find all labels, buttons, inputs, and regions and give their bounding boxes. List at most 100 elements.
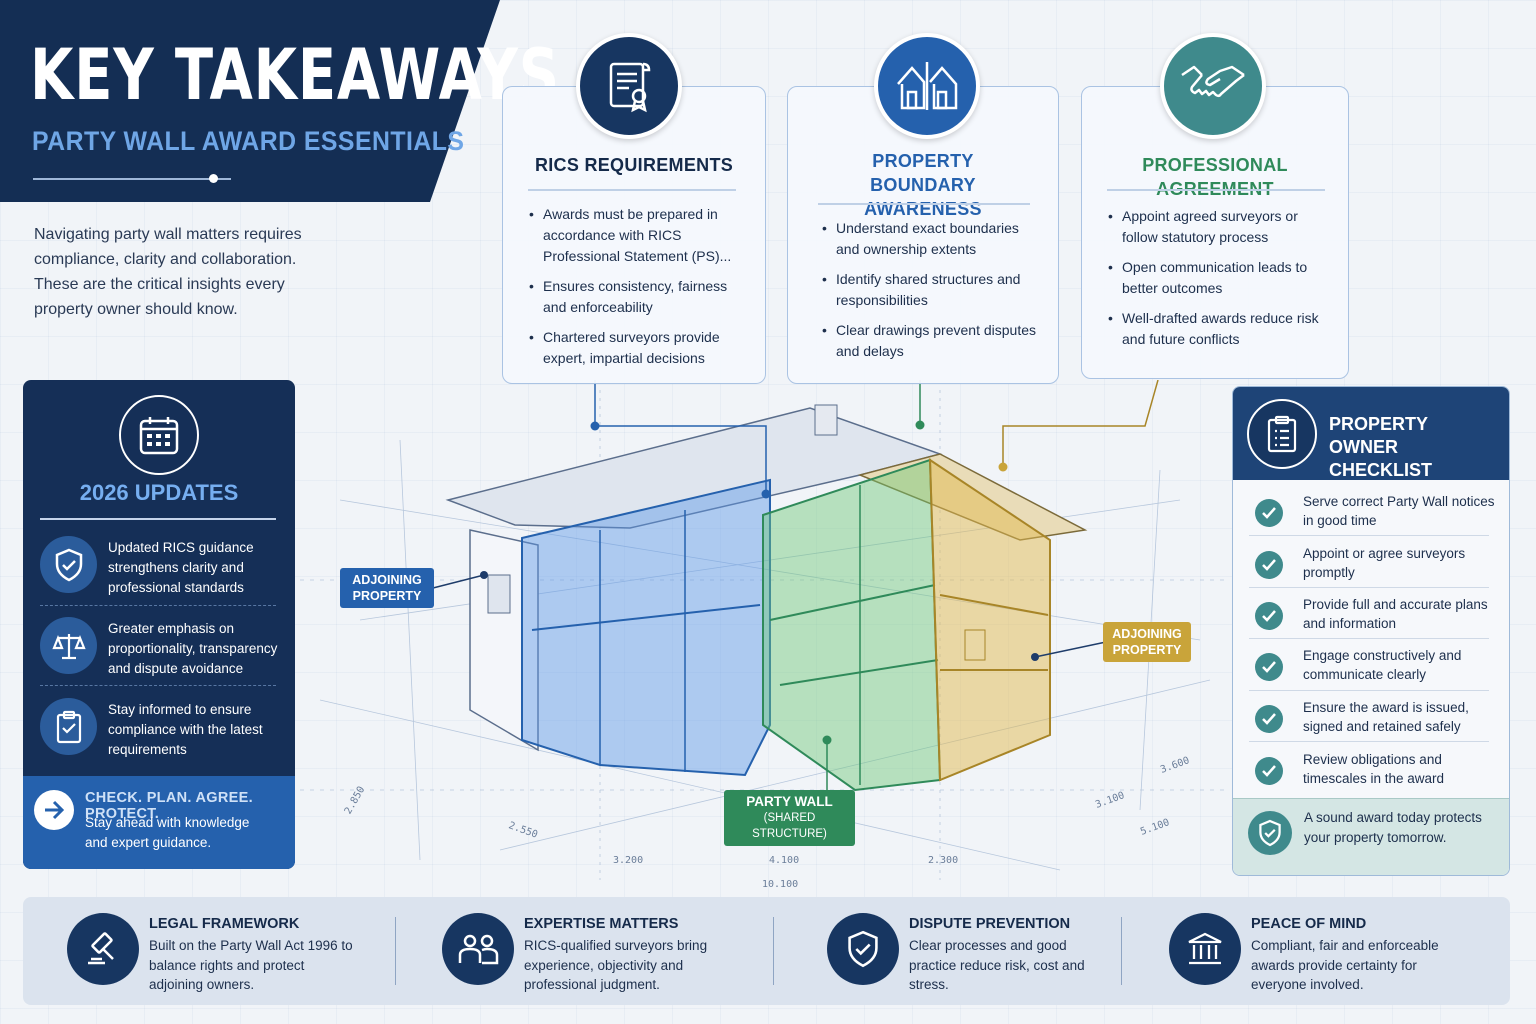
shield-check-icon <box>827 913 899 985</box>
party-wall-tag: PARTY WALL (SHARED STRUCTURE) <box>724 790 855 846</box>
header-banner <box>0 0 500 202</box>
divider <box>395 917 396 985</box>
dimension-label: 3.200 <box>613 855 644 866</box>
checklist-header: PROPERTY OWNER CHECKLIST <box>1233 387 1509 480</box>
window <box>487 574 511 614</box>
bottom-item-text: Built on the Party Wall Act 1996 to bala… <box>149 938 353 992</box>
checklist-item: Provide full and accurate plans and info… <box>1249 590 1489 642</box>
checklist-footer-text: A sound award today protects your proper… <box>1304 810 1482 845</box>
bottom-item-title: PEACE OF MIND <box>1251 916 1367 932</box>
card-rics-requirements: RICS REQUIREMENTS Awards must be prepare… <box>502 86 766 384</box>
checkmark-icon <box>1255 705 1283 733</box>
list-item: Ensures consistency, fairness and enforc… <box>529 276 739 318</box>
title-divider <box>33 178 231 180</box>
update-text: Stay informed to ensure compliance with … <box>108 702 263 757</box>
dimension-label: 2.300 <box>928 855 959 866</box>
list-item: Chartered surveyors provide expert, impa… <box>529 327 739 369</box>
divider <box>1121 917 1122 985</box>
list-item: Clear drawings prevent disputes and dela… <box>822 320 1037 362</box>
update-item: Greater emphasis on proportionality, tra… <box>40 617 290 677</box>
shield-check-icon <box>1248 811 1292 855</box>
page-subtitle: PARTY WALL AWARD ESSENTIALS <box>32 126 465 156</box>
checkmark-icon <box>1255 551 1283 579</box>
divider <box>1249 587 1489 588</box>
checklist-footer: A sound award today protects your proper… <box>1233 798 1509 875</box>
checklist-panel: PROPERTY OWNER CHECKLIST Serve correct P… <box>1232 386 1510 876</box>
checklist-item: Appoint or agree surveyors promptly <box>1249 539 1489 591</box>
divider <box>1249 690 1489 691</box>
chimney <box>814 404 838 436</box>
card-professional-agreement: PROFESSIONAL AGREEMENT Appoint agreed su… <box>1081 86 1349 379</box>
blue-section <box>521 478 771 777</box>
update-text: Updated RICS guidance strengthens clarit… <box>108 540 254 595</box>
checklist-item: Ensure the award is issued, signed and r… <box>1249 693 1489 745</box>
update-item: Updated RICS guidance strengthens clarit… <box>40 536 290 596</box>
divider <box>1249 741 1489 742</box>
checkmark-icon <box>1255 499 1283 527</box>
card-divider <box>818 203 1030 205</box>
adjoining-left-label: ADJOINING PROPERTY <box>352 573 422 603</box>
list-item: Identify shared structures and responsib… <box>822 269 1037 311</box>
calendar-icon <box>119 395 199 475</box>
dimension-label: 4.100 <box>769 855 800 866</box>
list-item: Open communication leads to better outco… <box>1108 257 1328 299</box>
certificate-icon <box>576 33 682 139</box>
adjoining-property-right-tag: ADJOINING PROPERTY <box>1103 622 1191 662</box>
updates-footer-title: CHECK. PLAN. AGREE. PROTECT. <box>85 790 253 822</box>
handshake-icon <box>1160 33 1266 139</box>
party-wall-sublabel: (SHARED STRUCTURE) <box>752 812 827 840</box>
card-list: Appoint agreed surveyors or follow statu… <box>1108 206 1328 359</box>
update-item: Stay informed to ensure compliance with … <box>40 698 290 758</box>
divider <box>1249 535 1489 536</box>
updates-title: 2026 UPDATES <box>79 480 239 505</box>
card-title: PROFESSIONAL AGREEMENT <box>1142 155 1288 199</box>
card-divider <box>528 189 736 191</box>
list-item: Appoint agreed surveyors or follow statu… <box>1108 206 1328 248</box>
checklist-item: Review obligations and timescales in the… <box>1249 745 1489 797</box>
updates-footer: CHECK. PLAN. AGREE. PROTECT. Stay ahead … <box>23 776 295 869</box>
adjoining-property-left-tag: ADJOINING PROPERTY <box>340 568 434 608</box>
intro-text: Navigating party wall matters requires c… <box>34 226 302 318</box>
checkmark-icon <box>1255 602 1283 630</box>
checklist-title: PROPERTY OWNER CHECKLIST <box>1329 414 1432 480</box>
bottom-item-text: RICS-qualified surveyors bring experienc… <box>524 938 708 992</box>
card-property-boundary: PROPERTY BOUNDARY AWARENESS Understand e… <box>787 86 1059 384</box>
bottom-item-text: Clear processes and good practice reduce… <box>909 938 1085 992</box>
bottom-item-title: DISPUTE PREVENTION <box>909 916 1071 932</box>
party-wall-section <box>762 458 942 792</box>
party-wall-label: PARTY WALL <box>746 794 833 809</box>
window <box>964 629 986 661</box>
institution-icon <box>1169 913 1241 985</box>
divider <box>773 917 774 985</box>
checklist-item-text: Engage constructively and communicate cl… <box>1303 648 1462 682</box>
divider <box>1249 638 1489 639</box>
checklist-item-text: Appoint or agree surveyors promptly <box>1303 546 1466 580</box>
scales-icon <box>40 617 97 674</box>
checklist-icon <box>1247 399 1317 469</box>
houses-icon <box>874 33 980 139</box>
bottom-item-legal-framework: LEGAL FRAMEWORK Built on the Party Wall … <box>67 897 367 1005</box>
house-blueprint-drawing <box>300 380 1230 880</box>
bottom-item-dispute-prevention: DISPUTE PREVENTION Clear processes and g… <box>827 897 1127 1005</box>
updates-footer-text: Stay ahead with knowledge and expert gui… <box>85 815 250 850</box>
leader-lines <box>432 380 1159 790</box>
title-divider-dot <box>209 174 218 183</box>
clipboard-check-icon <box>40 698 97 755</box>
checkmark-icon <box>1255 653 1283 681</box>
bottom-item-title: LEGAL FRAMEWORK <box>149 916 300 932</box>
arrow-right-icon <box>34 790 74 830</box>
gavel-icon <box>67 913 139 985</box>
dimension-label: 10.100 <box>762 879 799 890</box>
update-text: Greater emphasis on proportionality, tra… <box>108 621 278 676</box>
checklist-item-text: Ensure the award is issued, signed and r… <box>1303 700 1469 734</box>
shield-check-icon <box>40 536 97 593</box>
adjoining-right-label: ADJOINING PROPERTY <box>1112 627 1182 657</box>
bottom-strip: LEGAL FRAMEWORK Built on the Party Wall … <box>23 897 1510 1005</box>
bottom-item-text: Compliant, fair and enforceable awards p… <box>1251 938 1439 992</box>
checklist-item-text: Serve correct Party Wall notices in good… <box>1303 494 1495 528</box>
bottom-item-title: EXPERTISE MATTERS <box>524 916 679 932</box>
page-title: KEY TAKEAWAYS <box>30 34 560 116</box>
checklist-item: Serve correct Party Wall notices in good… <box>1249 487 1495 539</box>
checklist-item: Engage constructively and communicate cl… <box>1249 641 1489 693</box>
updates-panel: 2026 UPDATES Updated RICS guidance stren… <box>23 380 295 869</box>
